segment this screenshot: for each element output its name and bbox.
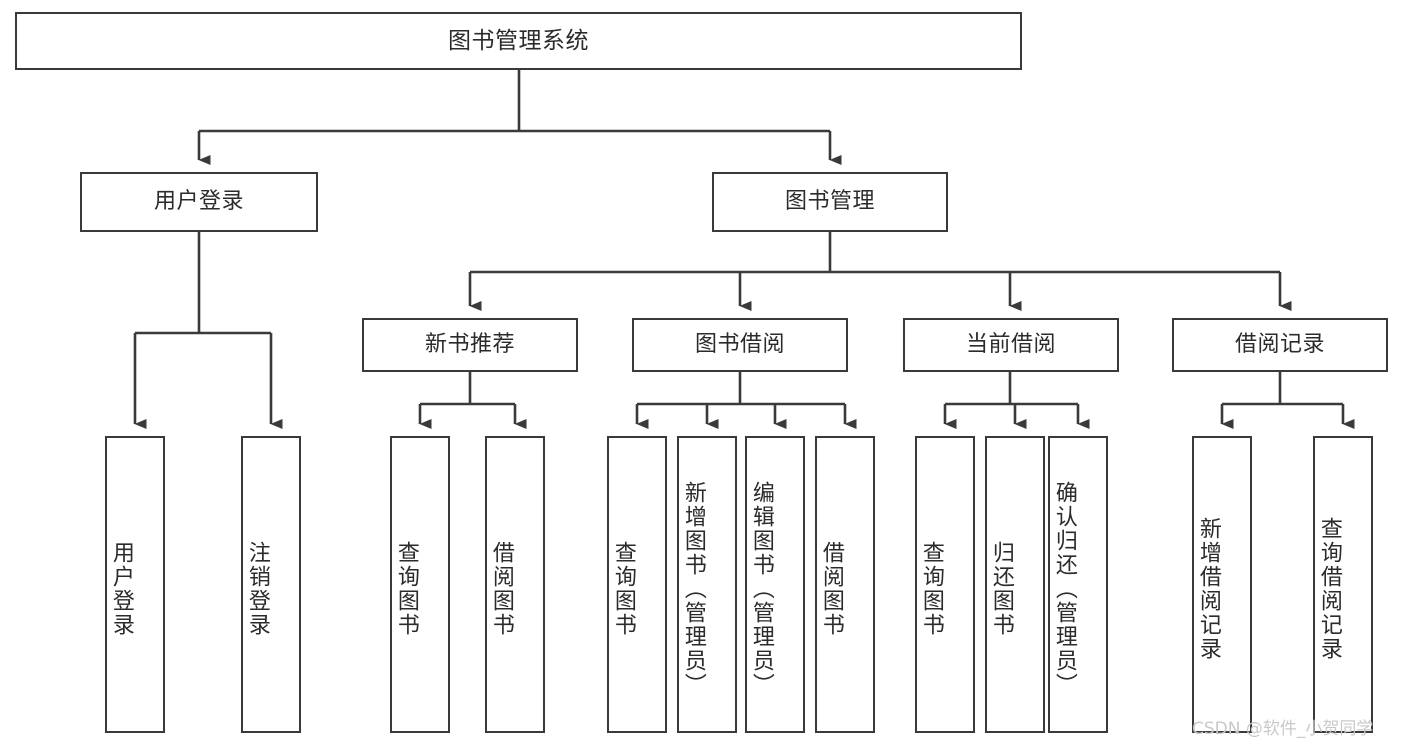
node-leaf-borrow-book-recommend[interactable]: 借阅图书: [485, 436, 545, 733]
node-leaf-query-borrow-record[interactable]: 查询借阅记录: [1313, 436, 1373, 733]
node-user-login[interactable]: 用户登录: [80, 172, 318, 232]
node-new-book-recommend[interactable]: 新书推荐: [362, 318, 578, 372]
node-borrow-record-label: 借阅记录: [1234, 332, 1325, 358]
node-leaf-query-borrow-record-label: 查询借阅记录: [1316, 516, 1342, 661]
node-book-borrow[interactable]: 图书借阅: [632, 318, 848, 372]
node-root-system-label: 图书管理系统: [448, 27, 589, 54]
node-book-borrow-label: 图书借阅: [694, 332, 785, 358]
node-book-management-label: 图书管理: [784, 189, 875, 215]
node-leaf-query-book-current[interactable]: 查询图书: [915, 436, 975, 733]
node-leaf-query-book-current-label: 查询图书: [918, 540, 944, 637]
node-leaf-query-book-borrow-label: 查询图书: [610, 540, 636, 637]
node-leaf-logout-label: 注销登录: [244, 540, 270, 637]
node-leaf-borrow-book-recommend-label: 借阅图书: [488, 540, 514, 637]
node-new-book-recommend-label: 新书推荐: [424, 332, 515, 358]
node-root-system[interactable]: 图书管理系统: [15, 12, 1022, 70]
node-leaf-confirm-return-admin-label: 确认归还（管理员）: [1051, 480, 1077, 697]
node-user-login-label: 用户登录: [153, 189, 244, 215]
node-leaf-add-book-admin-label: 新增图书（管理员）: [680, 480, 706, 697]
node-leaf-add-borrow-record-label: 新增借阅记录: [1195, 516, 1221, 661]
node-leaf-edit-book-admin[interactable]: 编辑图书（管理员）: [745, 436, 805, 733]
node-leaf-user-login[interactable]: 用户登录: [105, 436, 165, 733]
node-leaf-confirm-return-admin[interactable]: 确认归还（管理员）: [1048, 436, 1108, 733]
node-borrow-record[interactable]: 借阅记录: [1172, 318, 1388, 372]
node-leaf-borrow-book[interactable]: 借阅图书: [815, 436, 875, 733]
node-current-borrow-label: 当前借阅: [965, 332, 1056, 358]
node-leaf-query-book-borrow[interactable]: 查询图书: [607, 436, 667, 733]
node-leaf-return-book[interactable]: 归还图书: [985, 436, 1045, 733]
node-leaf-user-login-label: 用户登录: [108, 540, 134, 637]
node-leaf-query-book-recommend[interactable]: 查询图书: [390, 436, 450, 733]
node-book-management[interactable]: 图书管理: [712, 172, 948, 232]
node-current-borrow[interactable]: 当前借阅: [903, 318, 1119, 372]
node-leaf-add-book-admin[interactable]: 新增图书（管理员）: [677, 436, 737, 733]
node-leaf-edit-book-admin-label: 编辑图书（管理员）: [748, 480, 774, 697]
node-leaf-query-book-recommend-label: 查询图书: [393, 540, 419, 637]
node-leaf-borrow-book-label: 借阅图书: [818, 540, 844, 637]
node-leaf-add-borrow-record[interactable]: 新增借阅记录: [1192, 436, 1252, 733]
node-leaf-return-book-label: 归还图书: [988, 540, 1014, 637]
watermark-text: CSDN @软件_小贺同学: [1192, 719, 1374, 739]
node-leaf-logout[interactable]: 注销登录: [241, 436, 301, 733]
